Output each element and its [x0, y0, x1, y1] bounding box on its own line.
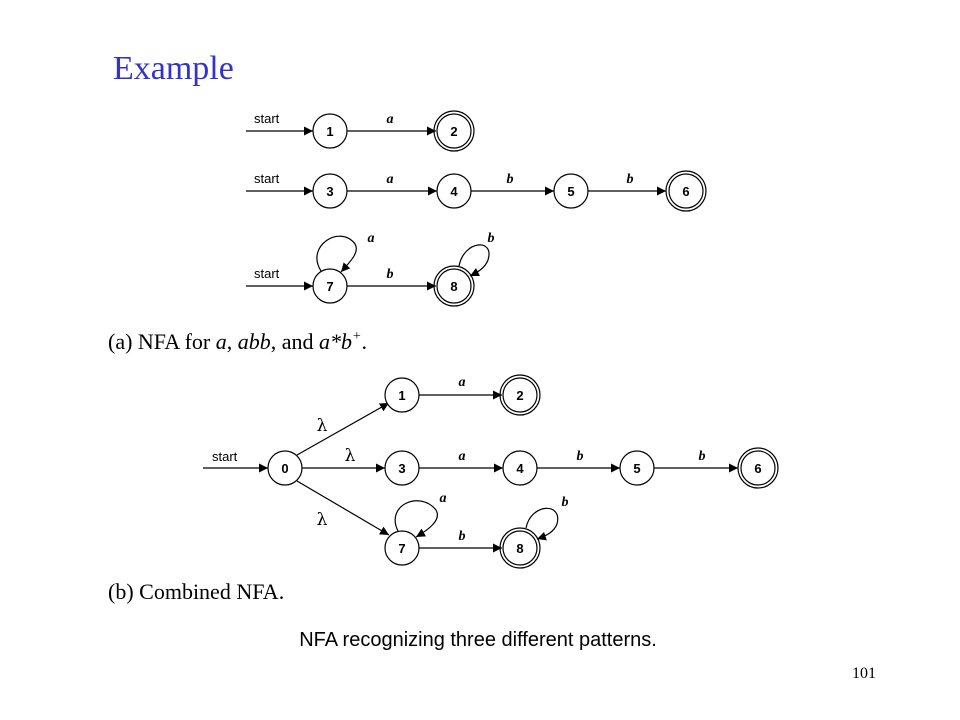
accepting-ring [499, 527, 541, 569]
state-6-circle [740, 450, 776, 486]
lambda-label: λ [317, 510, 328, 530]
transition-label: a [387, 112, 394, 127]
start-label: start [254, 171, 280, 186]
transition-label: a [459, 375, 466, 390]
transition-label: b [577, 449, 584, 464]
state-7: 7 [326, 279, 333, 294]
state-8-circle [436, 268, 472, 304]
state-6: 6 [682, 184, 689, 199]
self-loop-arrow [316, 235, 357, 273]
state-2-circle [502, 377, 538, 413]
footer-text: NFA recognizing three different patterns… [299, 629, 657, 651]
self-loop-arrow [525, 507, 559, 541]
nfa-astar-bplus: start 7 a b 8 b [246, 231, 495, 307]
state-8: 8 [450, 279, 457, 294]
lambda-arrow [296, 402, 390, 456]
accepting-ring [433, 265, 475, 307]
self-loop-arrow [458, 244, 490, 277]
state-1: 1 [326, 124, 333, 139]
transition-label: b [387, 267, 394, 282]
state-0: 0 [281, 461, 288, 476]
state-6-circle [668, 173, 704, 209]
accepting-ring [433, 110, 475, 152]
transition-label: b [699, 449, 706, 464]
transition-label: b [627, 172, 634, 187]
start-label: start [212, 449, 238, 464]
caption-a: (a) NFA for a, abb, and a*b+. [108, 329, 367, 354]
state-6: 6 [754, 461, 761, 476]
caption-b: (b) Combined NFA. [108, 579, 284, 604]
state-4: 4 [450, 184, 458, 199]
state-4: 4 [516, 461, 524, 476]
state-5: 5 [633, 461, 640, 476]
lambda-label: λ [317, 416, 328, 436]
state-3: 3 [326, 184, 333, 199]
state-7: 7 [398, 541, 405, 556]
state-2: 2 [516, 388, 523, 403]
transition-label: a [387, 172, 394, 187]
transition-label: a [459, 449, 466, 464]
loop-label: a [368, 231, 375, 246]
state-2: 2 [450, 124, 457, 139]
diagram-b: start 0 λ λ λ 1 a 2 3 a 4 b 5 b 6 [203, 374, 779, 569]
nfa-abb: start 3 a 4 b 5 b 6 [246, 170, 707, 212]
loop-label: a [440, 491, 447, 506]
transition-label: b [459, 529, 466, 544]
loop-label: b [562, 495, 569, 510]
loop-label: b [488, 231, 495, 246]
state-5: 5 [567, 184, 574, 199]
transition-label: b [507, 172, 514, 187]
nfa-a: start 1 a 2 [246, 110, 475, 152]
state-2-circle [436, 113, 472, 149]
accepting-ring [665, 170, 707, 212]
slide-title: Example [113, 50, 234, 87]
lambda-label: λ [345, 446, 356, 466]
page-number: 101 [852, 665, 876, 682]
accepting-ring [499, 374, 541, 416]
state-3: 3 [398, 461, 405, 476]
start-label: start [254, 111, 280, 126]
state-1: 1 [398, 388, 405, 403]
diagram-a: start 1 a 2 start 3 a 4 b 5 b [246, 110, 707, 307]
self-loop-arrow [394, 500, 438, 538]
state-8-circle [502, 530, 538, 566]
accepting-ring [737, 447, 779, 489]
state-8: 8 [516, 541, 523, 556]
start-label: start [254, 266, 280, 281]
lambda-arrow [296, 480, 390, 536]
